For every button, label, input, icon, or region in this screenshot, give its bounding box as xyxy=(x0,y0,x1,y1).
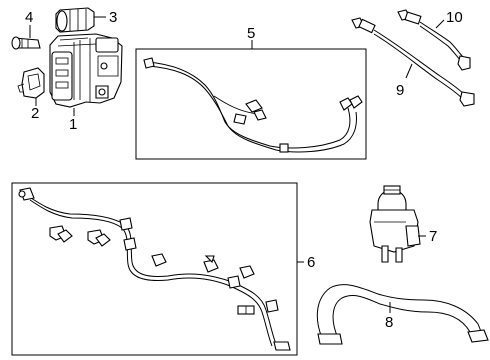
callout-1: 1 xyxy=(69,116,77,133)
callout-6: 6 xyxy=(307,254,315,271)
hose-clips-6 xyxy=(49,225,255,315)
callout-7: 7 xyxy=(429,228,437,245)
oxygen-sensor-10 xyxy=(397,9,471,71)
plug-part xyxy=(11,36,41,50)
evap-canister xyxy=(49,33,123,108)
callout-10: 10 xyxy=(446,9,463,26)
leader-9 xyxy=(405,63,413,79)
formed-hose-8 xyxy=(316,284,489,345)
callout-3: 3 xyxy=(109,9,117,26)
box-part-6 xyxy=(11,182,298,356)
purge-valve-7 xyxy=(369,185,421,263)
clip-part xyxy=(17,67,45,99)
oxygen-sensor-9 xyxy=(351,17,475,107)
leader-10 xyxy=(435,19,445,29)
filter-part xyxy=(55,7,95,33)
hose-harness-5 xyxy=(143,57,363,153)
callout-2: 2 xyxy=(31,105,39,122)
callout-4: 4 xyxy=(25,9,33,26)
callout-5: 5 xyxy=(247,25,255,42)
box-part-5 xyxy=(135,48,367,160)
callout-9: 9 xyxy=(396,82,404,99)
main-hose-6 xyxy=(18,187,291,351)
callout-8: 8 xyxy=(385,314,393,331)
